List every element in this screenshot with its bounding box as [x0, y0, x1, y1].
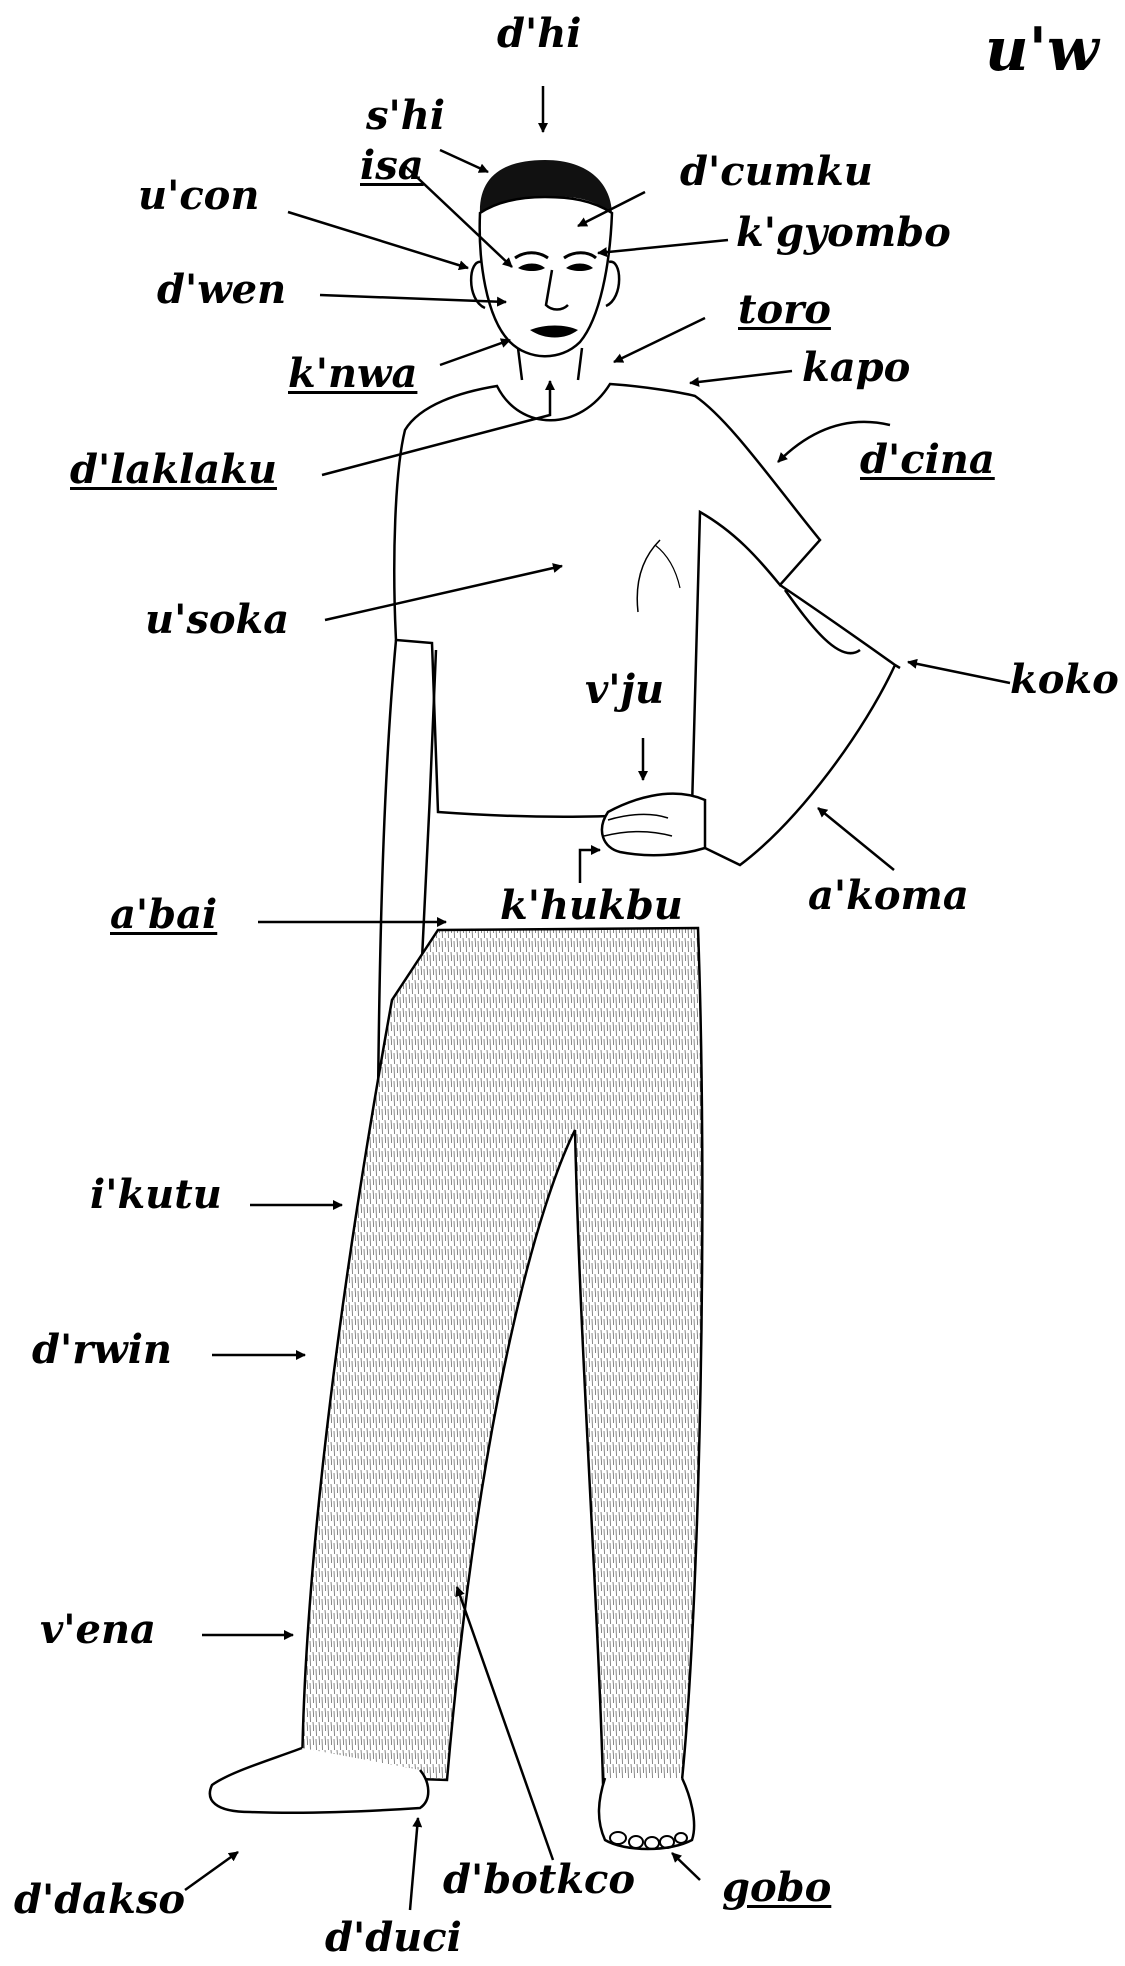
label-shi: s'hi: [366, 96, 445, 136]
diagram-title: u'w: [985, 20, 1099, 80]
label-dlaklaku: d'laklaku: [70, 450, 277, 490]
label-gobo: gobo: [722, 1868, 831, 1908]
ear-right: [606, 262, 619, 306]
label-dakso: d'dakso: [14, 1880, 185, 1920]
label-dduci: d'duci: [325, 1918, 462, 1958]
label-dbotkco: d'botkco: [443, 1860, 635, 1900]
pants: [302, 928, 702, 1783]
label-kapo: kapo: [802, 348, 910, 388]
label-ucon: u'con: [138, 176, 259, 216]
label-drwin: d'rwin: [32, 1330, 172, 1370]
label-knwa: k'nwa: [288, 354, 417, 394]
label-dwen: d'wen: [157, 270, 286, 310]
label-akoma: a'koma: [808, 876, 969, 916]
label-koko: koko: [1010, 660, 1119, 700]
label-dcumku: d'cumku: [680, 152, 873, 192]
label-vju: v'ju: [585, 670, 664, 710]
label-ikutu: i'kutu: [90, 1175, 222, 1215]
label-toro: toro: [738, 290, 831, 330]
label-usoka: u'soka: [145, 600, 289, 640]
arm-right: [705, 585, 900, 865]
label-khukbu: k'hukbu: [500, 886, 683, 926]
label-kgyombo: k'gyombo: [736, 213, 951, 253]
shirt: [394, 384, 820, 817]
label-dcina: d'cina: [860, 440, 995, 480]
label-abai: a'bai: [110, 895, 217, 935]
label-vena: v'ena: [40, 1610, 156, 1650]
label-dhi: d'hi: [497, 14, 582, 54]
label-isa: isa: [360, 146, 424, 186]
